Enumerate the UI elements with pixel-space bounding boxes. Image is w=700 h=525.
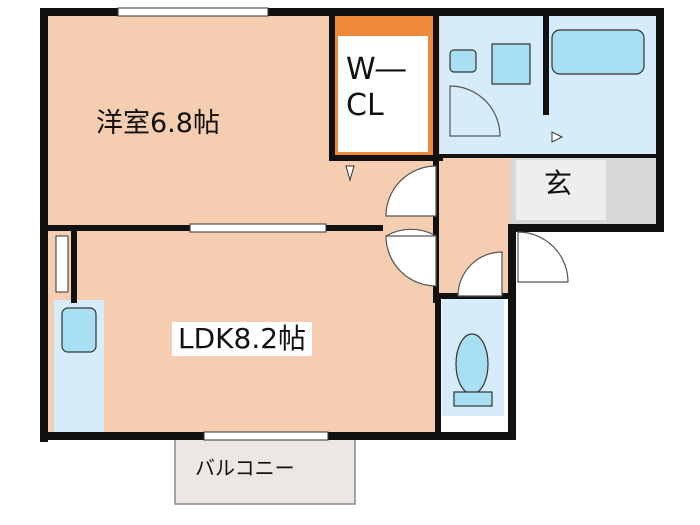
washbasin-icon	[491, 43, 531, 85]
ldk-label: LDK8.2帖	[172, 322, 313, 356]
sink-icon	[61, 307, 97, 353]
balcony-label: バルコニー	[195, 456, 295, 480]
toilet-tank-icon	[453, 391, 493, 407]
bath-door-marker	[551, 131, 564, 143]
balcony-area	[174, 431, 356, 505]
toilet-icon	[455, 333, 489, 395]
entrance-step	[516, 160, 606, 220]
doors	[385, 85, 569, 297]
western-room-label: 洋室6.8帖	[96, 108, 220, 139]
entrance-label: 玄	[544, 167, 573, 200]
windows	[55, 7, 329, 441]
closet-inner	[338, 36, 428, 152]
bathtub-icon	[551, 29, 645, 75]
closet-label-line2: CL	[346, 88, 384, 123]
closet-label-line1: W―	[346, 52, 406, 87]
small-sink-icon	[449, 49, 477, 73]
closet-door-marker	[345, 165, 355, 182]
closet-label: W― CL	[346, 52, 406, 124]
